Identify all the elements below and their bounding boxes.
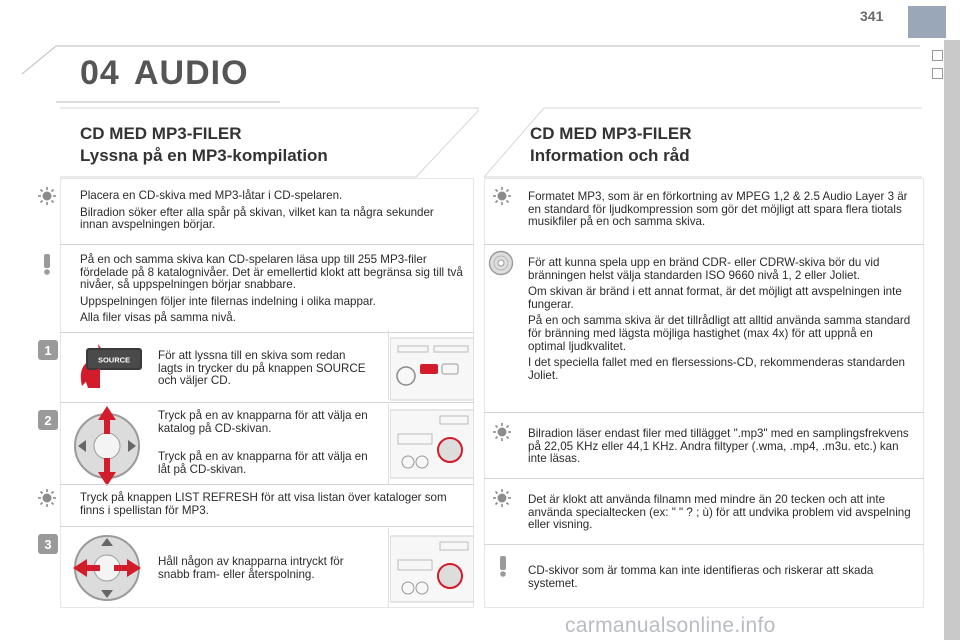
step-3-badge: 3 [38, 534, 58, 554]
radio-panel-seek [390, 535, 474, 603]
burning-para-2: Om skivan är bränd i ett annat format, ä… [528, 285, 902, 311]
step-2-text-b: Tryck på en av knapparna för att välja e… [158, 450, 368, 476]
direction-pad-up-down-icon [74, 406, 140, 486]
tip-filenames: Det är klokt att använda filnamn med min… [528, 493, 911, 532]
step-2-text-a: Tryck på en av knapparna för att välja e… [158, 409, 368, 435]
right-title-line1: CD MED MP3-FILER [530, 124, 692, 143]
svg-text:3: 3 [44, 537, 51, 552]
left-title-frame [60, 107, 479, 178]
tip-empty-cd: CD-skivor som är tomma kan inte identifi… [528, 564, 874, 590]
header-curve [21, 45, 920, 103]
chapter-number: 04 [80, 54, 120, 92]
page-tab-marker [908, 6, 946, 38]
intro-line-2: Bilradion söker efter alla spår på skiva… [80, 205, 434, 232]
step-1-badge: 1 [38, 340, 58, 360]
sun-tip-icon-3 [493, 187, 511, 205]
tab-box-top [932, 50, 943, 61]
tip-file-types: Bilradion läser endast filer med tillägg… [528, 427, 909, 466]
list-refresh-text: Tryck på knappen LIST REFRESH för att vi… [80, 491, 447, 517]
left-intro-text: Placera en CD-skiva med MP3-låtar i CD-s… [80, 189, 460, 236]
sun-tip-icon-2 [38, 489, 56, 507]
tip-mp3-format: Formatet MP3, som är en förkortning av M… [528, 190, 908, 229]
sun-tip-icon-5 [493, 489, 511, 507]
intro-line-1: Placera en CD-skiva med MP3-låtar i CD-s… [80, 189, 343, 202]
step-3-text: Håll någon av knapparna intryckt för sna… [158, 555, 344, 581]
right-title-frame [484, 107, 922, 178]
sun-tip-icon-4 [493, 423, 511, 441]
burning-para-4: I det speciella fallet med en flersessio… [528, 356, 905, 382]
burning-para-3: På en och samma skiva är det tillrådligt… [528, 314, 911, 353]
step-2-badge: 2 [38, 410, 58, 430]
right-panel [484, 178, 924, 608]
warning-icon-2 [500, 556, 506, 577]
warning-para-1: På en och samma skiva kan CD-spelaren lä… [80, 253, 463, 292]
right-margin-bar [944, 40, 960, 640]
svg-text:1: 1 [44, 343, 51, 358]
footer-watermark: carmanualsonline.info [565, 614, 776, 637]
tip-burning: För att kunna spela upp en bränd CDR- el… [528, 256, 913, 386]
sun-tip-icon [38, 187, 56, 205]
radio-panel-arrows [390, 409, 474, 479]
page-number: 341 [860, 8, 884, 24]
left-title-line2: Lyssna på en MP3-kompilation [80, 146, 328, 165]
left-warning-text: På en och samma skiva kan CD-spelaren lä… [80, 253, 465, 329]
svg-text:2: 2 [44, 413, 51, 428]
warning-para-3: Alla filer visas på samma nivå. [80, 311, 236, 325]
warning-para-2: Uppspelningen följer inte filernas indel… [80, 294, 376, 308]
step-1-text: För att lyssna till en skiva som redan l… [158, 349, 366, 388]
tab-box-bottom [932, 68, 943, 79]
direction-pad-left-right-icon [73, 535, 141, 601]
chapter-title: AUDIO [134, 54, 249, 92]
warning-icon [44, 254, 50, 275]
burning-para-1: För att kunna spela upp en bränd CDR- el… [528, 256, 880, 282]
svg-text:SOURCE: SOURCE [98, 356, 130, 365]
source-button-illustration: SOURCE [80, 344, 142, 388]
right-title-line2: Information och råd [530, 146, 690, 165]
left-title-line1: CD MED MP3-FILER [80, 124, 242, 143]
radio-panel-source [390, 337, 474, 401]
cd-disc-icon [488, 250, 514, 276]
